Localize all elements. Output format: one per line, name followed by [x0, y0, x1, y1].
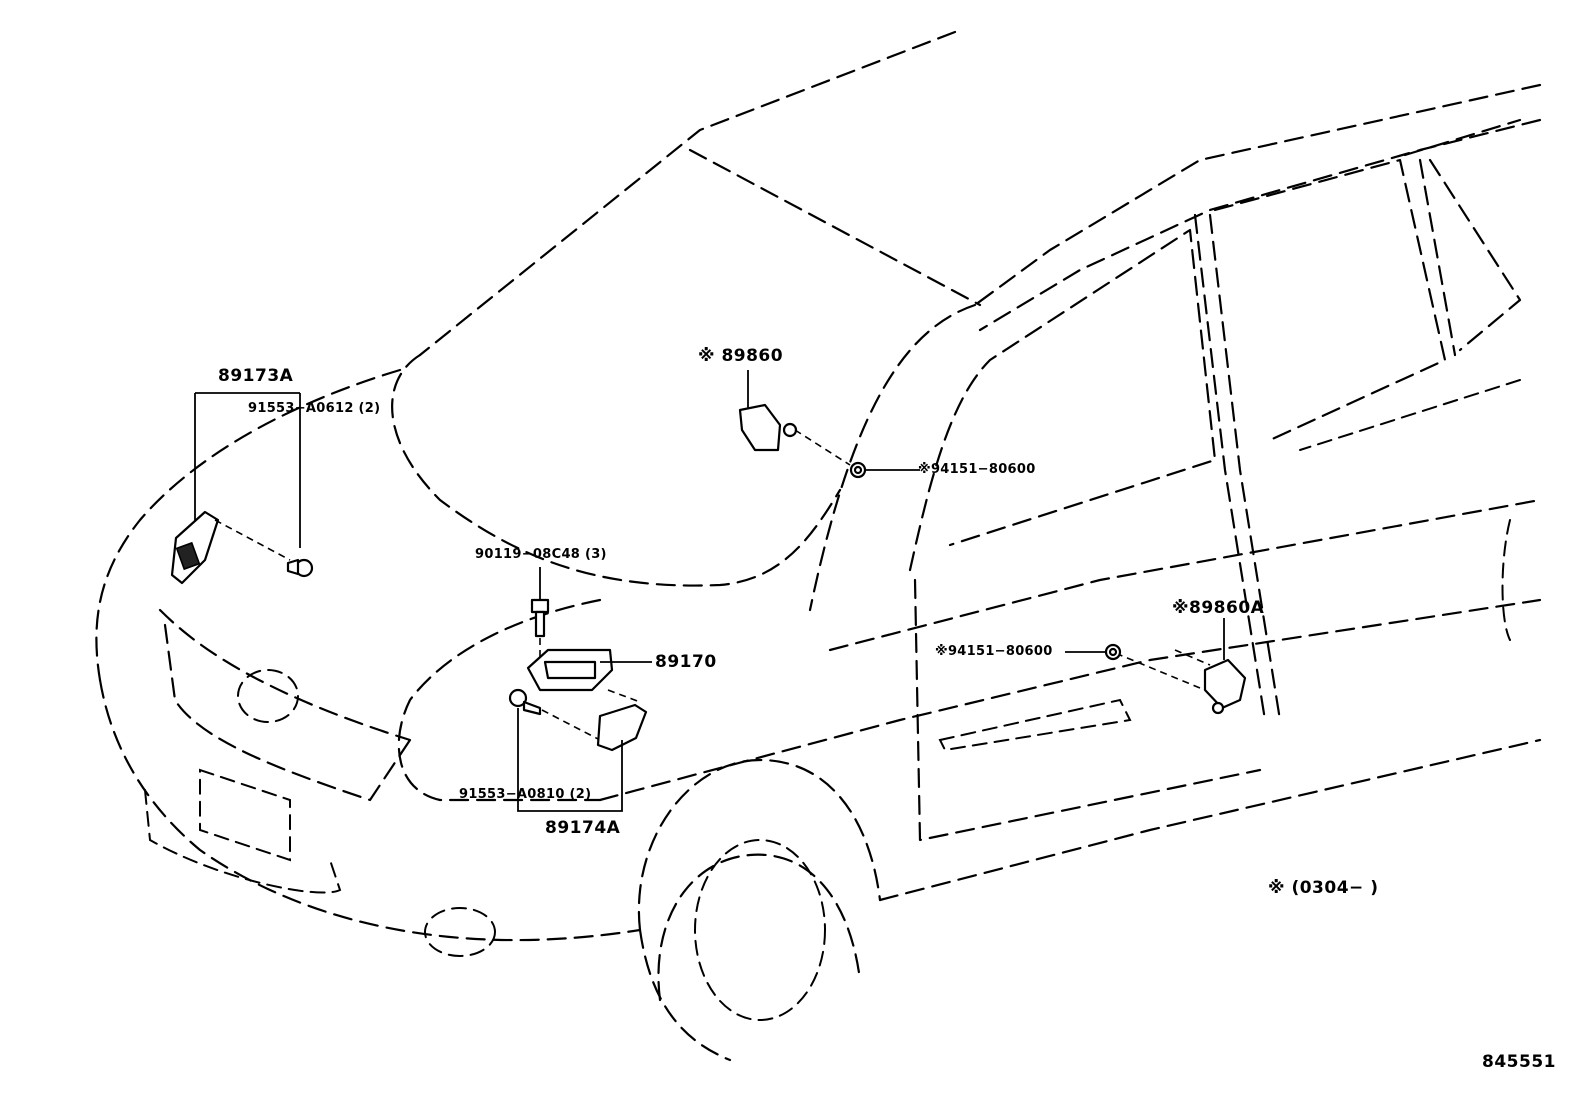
label-89174a[interactable]: 89174A — [545, 818, 621, 838]
label-89860[interactable]: ※ 89860 — [698, 346, 784, 366]
label-94151-80600-lower[interactable]: ※94151−80600 — [935, 644, 1053, 659]
label-91553-a0810[interactable]: 91553−A0810 (2) — [459, 787, 592, 802]
label-89860a[interactable]: ※89860A — [1172, 598, 1265, 618]
label-91553-a0612[interactable]: 91553−A0612 (2) — [248, 401, 381, 416]
label-89170[interactable]: 89170 — [655, 652, 717, 672]
crash-sensor-icon — [596, 703, 648, 752]
ecu-module-icon — [526, 648, 614, 692]
drawing-number: 845551 — [1482, 1052, 1556, 1072]
crash-sensor-icon — [170, 510, 220, 585]
footnote-production-date: ※ (0304− ) — [1268, 878, 1379, 898]
nut-icon — [849, 461, 867, 479]
bolt-icon — [508, 688, 542, 716]
label-94151-80600-upper[interactable]: ※94151−80600 — [918, 462, 1036, 477]
label-89173a[interactable]: 89173A — [218, 366, 294, 386]
crash-sensor-icon — [1203, 658, 1247, 715]
bolt-icon — [286, 558, 314, 578]
label-90119-08c48[interactable]: 90119−08C48 (3) — [475, 547, 607, 562]
bolt-icon — [530, 598, 550, 638]
nut-icon — [1104, 643, 1122, 661]
crash-sensor-icon — [738, 403, 798, 452]
